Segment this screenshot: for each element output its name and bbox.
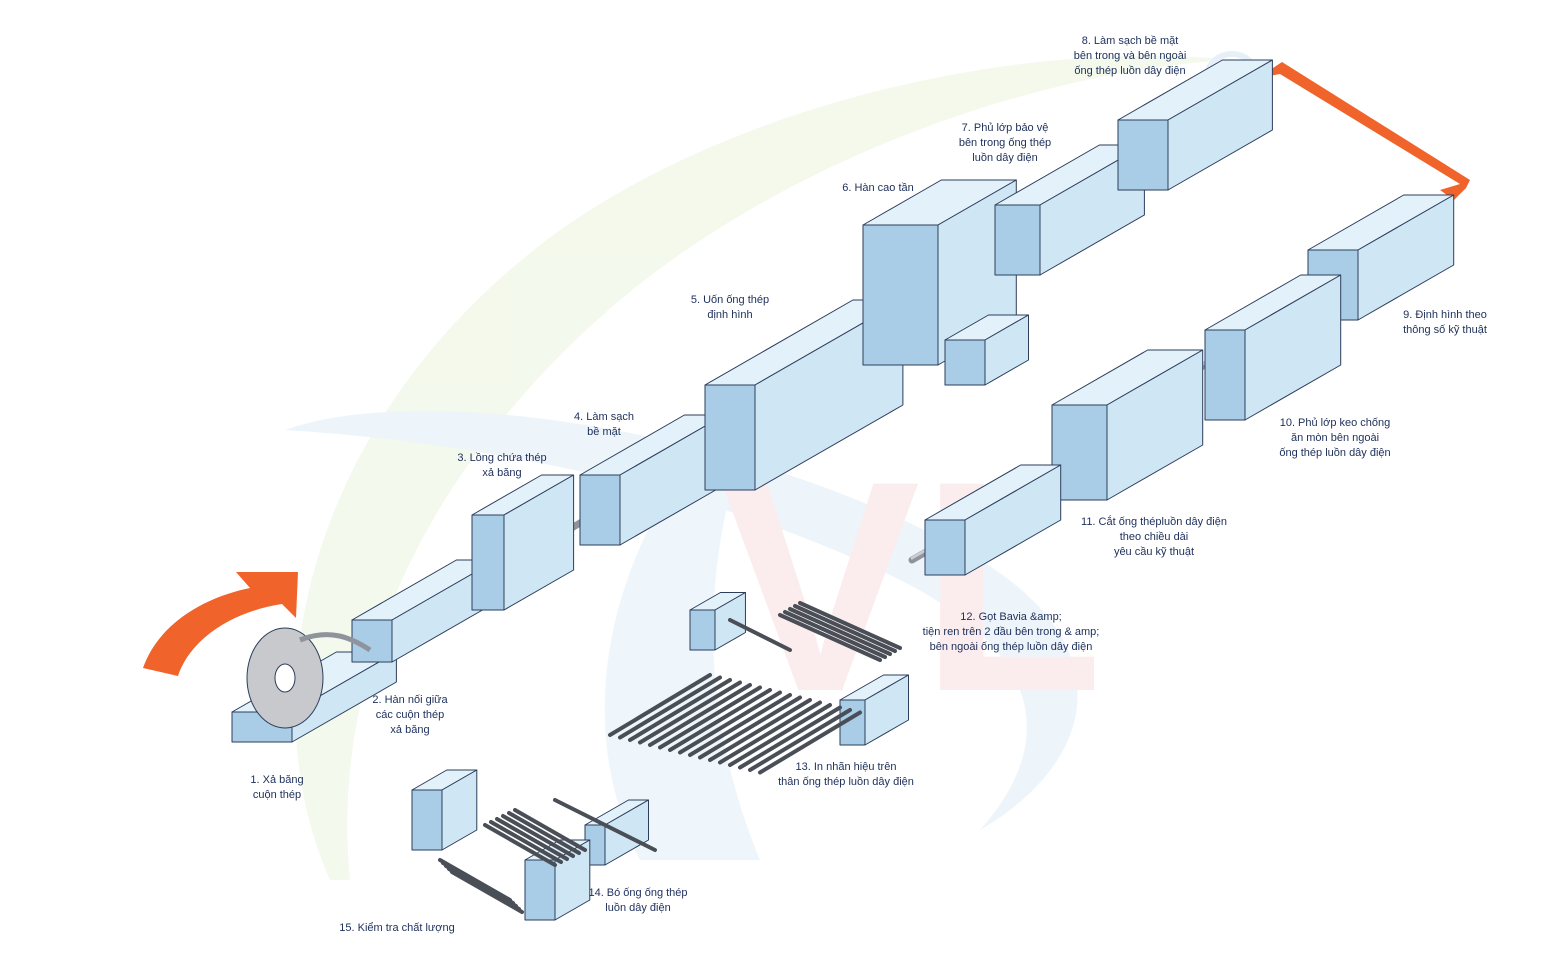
step-10-line: ống thép luồn dây điện [1279, 447, 1391, 459]
printed-pipe [783, 610, 887, 659]
feed-pipe-13 [728, 618, 792, 652]
step-4-label: 4. Làm sạch bề mặt [574, 410, 634, 440]
pipe-bundle [438, 601, 902, 914]
finished-pipe [698, 695, 802, 760]
printed-pipe [798, 601, 902, 650]
step-9-line: 9. Định hình theo [1403, 309, 1487, 321]
step-6-line: 6. Hàn cao tần [842, 182, 914, 194]
finished-pipe [658, 685, 762, 750]
step-12-line: tiện ren trên 2 đầu bên trong & amp; [922, 626, 1100, 638]
bundle-pipe [507, 811, 581, 855]
outer-coating-machine [1204, 274, 1342, 421]
step-13-label: 13. In nhãn hiệu trên thân ống thép luồn … [778, 760, 914, 790]
step-10-label: 10. Phủ lớp keo chống ăn mòn bên ngoài ống… [1279, 416, 1390, 461]
step-8-label: 8. Làm sạch bề mặt bên trong và bên ngoài… [1074, 34, 1187, 79]
step-9-line: thông số kỹ thuật [1403, 324, 1487, 336]
hf-control-box [944, 314, 1029, 386]
bundle-pipe [489, 820, 563, 864]
step-12-line: bên ngoài ống thép luồn dây điện [929, 641, 1093, 653]
printed-pipe [788, 607, 892, 656]
finished-pipe [758, 710, 862, 775]
step-14-label: 14. Bó ống ống thép luồn dây điện [588, 886, 687, 916]
step-7-line: bên trong ống thép [958, 137, 1052, 149]
finished-pipe [638, 680, 742, 745]
step-5-label: 5. Uốn ống thép định hình [691, 293, 769, 323]
step-1-label: 1. Xả băng cuộn thép [250, 773, 303, 803]
return-arrow-icon [1258, 62, 1470, 200]
step-4-line: 4. Làm sạch [574, 411, 634, 423]
step-10-line: 10. Phủ lớp keo chống [1279, 417, 1391, 429]
step-12-label: 12. Gọt Bavia &amp; tiện ren trên 2 đầu b… [923, 610, 1100, 655]
step-4-line: bề mặt [587, 426, 621, 438]
steel-coil-icon [246, 627, 372, 729]
finished-pipe [718, 700, 822, 765]
step-7-line: 7. Phủ lớp bảo vệ [961, 122, 1049, 134]
step-9-label: 9. Định hình theo thông số kỹ thuật [1403, 308, 1487, 338]
step-1-line: 1. Xả băng [250, 774, 304, 786]
step-8-line: ống thép luồn dây điện [1074, 65, 1186, 77]
printed-pipe [793, 604, 897, 653]
step-7-label: 7. Phủ lớp bảo vệ bên trong ống thép luồn … [959, 121, 1051, 166]
step-12-line: 12. Gọt Bavia &amp; [960, 611, 1062, 623]
cutting-machine [1051, 349, 1204, 501]
step-13-line: thân ống thép luồn dây điện [778, 776, 914, 788]
start-arrow-icon [143, 572, 298, 676]
finished-pipe [688, 693, 792, 757]
step-14-line: 14. Bó ống ống thép [588, 887, 688, 899]
finished-pipe [618, 675, 722, 740]
finished-pipe [628, 678, 732, 742]
step-10-line: ăn mòn bên ngoài [1290, 432, 1380, 444]
bundle-pipe [495, 817, 569, 861]
step-2-line: các cuộn thép [375, 709, 445, 721]
step-11-line: theo chiều dài [1119, 531, 1189, 543]
inspected-pipe [450, 870, 524, 914]
sizing-machine [1307, 194, 1455, 321]
cleaning-machine-1 [579, 414, 725, 546]
step-8-line: bên trong và bên ngoài [1073, 50, 1187, 62]
step-2-line: 2. Hàn nối giữa [372, 694, 448, 706]
finished-pipe [738, 705, 842, 770]
printed-pipe [778, 613, 882, 662]
finished-pipe [748, 708, 852, 772]
step-5-line: định hình [707, 309, 753, 321]
finished-pipe [668, 688, 772, 752]
step-11-line: yêu cầu kỹ thuật [1113, 546, 1195, 558]
step-15-line: 15. Kiểm tra chất lượng [339, 922, 455, 934]
step-2-line: xả băng [390, 724, 430, 736]
step-3-line: 3. Lồng chứa thép [457, 452, 547, 464]
feed-pipe-14 [553, 798, 657, 852]
finished-pipe [728, 703, 832, 767]
step-14-line: luồn dây điện [605, 902, 671, 914]
bundle-pipe [501, 814, 575, 858]
finished-pipe [608, 673, 712, 737]
step-15-label: 15. Kiểm tra chất lượng [339, 921, 454, 936]
bundle-pipe [513, 808, 587, 852]
bundler-machine [584, 799, 649, 866]
finished-pipe [708, 698, 812, 762]
finished-pipe [678, 690, 782, 755]
step-1-line: cuộn thép [252, 789, 302, 801]
accumulator-machine [471, 474, 575, 611]
step-7-line: luồn dây điện [972, 152, 1038, 164]
step-2-label: 2. Hàn nối giữa các cuộn thép xả băng [372, 693, 447, 738]
step-6-label: 6. Hàn cao tần [842, 181, 914, 196]
finished-pipe [648, 683, 752, 747]
step-11-label: 11. Cắt ống thépluồn dây điện theo chiều … [1081, 515, 1227, 560]
step-8-line: 8. Làm sạch bề mặt [1081, 35, 1179, 47]
welder-machine [351, 559, 497, 663]
step-3-label: 3. Lồng chứa thép xả băng [457, 451, 546, 481]
step-11-line: 11. Cắt ống thépluồn dây điện [1081, 516, 1227, 528]
step-5-line: 5. Uốn ống thép [690, 294, 770, 306]
inspection-stand-left [411, 769, 478, 851]
cleaning-machine-2 [1117, 59, 1273, 191]
step-3-line: xả băng [482, 467, 522, 479]
step-13-line: 13. In nhãn hiệu trên [795, 761, 897, 773]
threading-machine [924, 464, 1062, 576]
bundle-pipe [483, 823, 557, 867]
